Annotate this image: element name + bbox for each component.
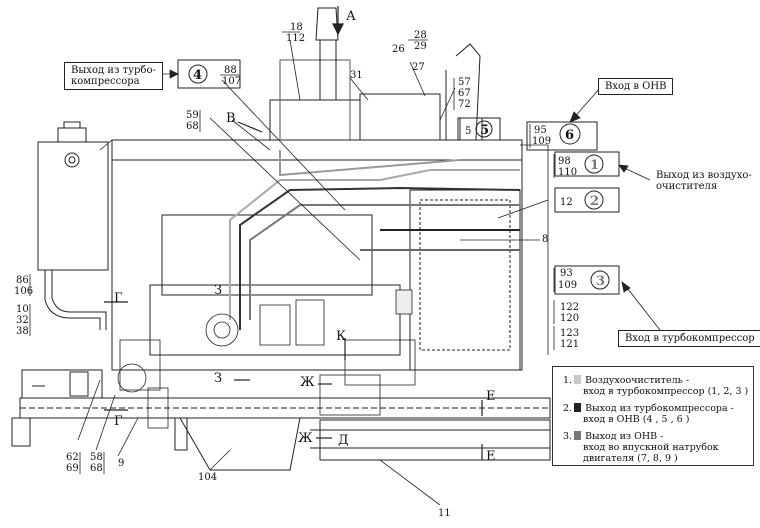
ref-93: 93: [560, 268, 573, 279]
view-letter-d: Д: [338, 433, 349, 448]
circle-3: 3: [596, 274, 605, 289]
legend-item-1-text: Воздухоочиститель -: [585, 375, 690, 386]
view-letter-g-bottom: Г: [114, 414, 123, 429]
ref-18: 18: [290, 22, 303, 33]
view-letter-b: В: [226, 111, 236, 126]
ref-62: 62: [66, 452, 79, 463]
ref-38: 38: [16, 326, 29, 337]
ref-5: 5: [465, 126, 471, 137]
ref-120: 120: [560, 313, 579, 324]
ref-67: 67: [458, 88, 471, 99]
legend-item-2-num: 2.: [563, 403, 573, 414]
legend-item-2: 2. Выход из турбокомпрессора - вход в ОНВ…: [563, 403, 734, 425]
ref-72: 72: [458, 99, 471, 110]
view-letter-z-bottom: З: [214, 371, 222, 386]
view-letter-a: А: [346, 9, 356, 24]
legend-item-1-text2: вход в турбокомпрессор: [583, 386, 705, 397]
circle-1: 1: [590, 158, 599, 173]
callout-turbo-outlet-line2: компрессора: [71, 76, 140, 87]
ref-10: 10: [16, 304, 29, 315]
exhaust-pipe: [315, 7, 483, 141]
view-letter-g-top: Г: [114, 291, 123, 306]
ref-95: 95: [534, 125, 547, 136]
engine-details: [99, 139, 549, 429]
ref-32: 32: [16, 315, 29, 326]
engine-block: [111, 59, 523, 371]
ref-121: 121: [560, 339, 579, 350]
view-letter-e-top: Е: [486, 389, 496, 404]
ref-31: 31: [350, 70, 363, 81]
legend-swatch-light: [574, 375, 582, 384]
ref-9: 9: [118, 458, 124, 469]
legend-item-3: 3. Выход из ОНВ - вход во впускной натруб…: [563, 431, 719, 464]
view-letter-zh-bottom: Ж: [298, 431, 313, 446]
ref-110: 110: [558, 167, 577, 178]
ref-98: 98: [558, 156, 571, 167]
callout-air-cleaner-outlet: Выход из воздухо- очистителя: [650, 168, 758, 194]
callout-turbo-outlet: Выход из турбо- компрессора: [64, 62, 163, 90]
ref-112: 112: [286, 33, 305, 44]
ref-123: 123: [560, 328, 579, 339]
callout-air-cleaner-line2: очистителя: [656, 181, 718, 192]
legend-item-3-text2: вход во впускной натрубок: [583, 442, 719, 453]
ref-86: 86: [16, 275, 29, 286]
ref-122: 122: [560, 302, 579, 313]
callout-turbo-inlet-text: Вход в турбокомпрессор: [625, 333, 755, 344]
legend-item-2-refs: (4 , 5 , 6 ): [642, 414, 690, 425]
ref-69: 69: [66, 463, 79, 474]
legend-item-3-refs: (7, 8, 9 ): [637, 453, 678, 464]
ref-12: 12: [560, 197, 573, 208]
callout-onv-inlet: Вход в ОНВ: [598, 78, 674, 95]
ref-8: 8: [542, 234, 548, 245]
legend-item-1-num: 1.: [563, 375, 573, 386]
ref-11: 11: [438, 508, 451, 519]
circle-callouts: [177, 59, 620, 295]
legend-item-3-num: 3.: [563, 431, 573, 442]
circle-6: 6: [565, 128, 574, 143]
legend-item-1: 1. Воздухоочиститель - вход в турбокомпре…: [563, 375, 748, 397]
ref-dividers: [29, 31, 555, 474]
ref-59: 59: [186, 110, 199, 121]
ref-106: 106: [14, 286, 33, 297]
leader-lines: [77, 39, 661, 506]
ref-29: 29: [414, 41, 427, 52]
ref-88: 88: [224, 65, 237, 76]
legend: 1. Воздухоочиститель - вход в турбокомпре…: [552, 366, 754, 466]
ref-58: 58: [90, 452, 103, 463]
section-arrows: [104, 6, 483, 460]
view-letter-zh-top: Ж: [300, 375, 315, 390]
ref-104: 104: [198, 472, 217, 483]
ref-68-bottom: 68: [90, 463, 103, 474]
view-letter-z-top: З: [214, 283, 222, 298]
ref-109-mid: 109: [558, 280, 577, 291]
callout-turbo-outlet-line1: Выход из турбо-: [71, 65, 156, 76]
legend-item-2-text: Выход из турбокомпрессора -: [585, 403, 734, 414]
legend-swatch-grey: [574, 431, 582, 440]
reference-numbers: 18 112 28 29 26 27 31 88 107 57 67 72 59…: [14, 22, 579, 519]
expansion-tank: [37, 121, 109, 330]
circle-4: 4: [193, 68, 202, 83]
ref-68-top: 68: [186, 121, 199, 132]
ref-26: 26: [392, 44, 405, 55]
callout-onv-inlet-text: Вход в ОНВ: [605, 81, 667, 92]
legend-swatch-dark: [574, 403, 582, 412]
chassis-frame: [11, 369, 551, 471]
legend-item-3-text3: двигателя: [583, 453, 635, 464]
callout-turbo-inlet: Вход в турбокомпрессор: [618, 330, 760, 347]
legend-item-2-text2: вход в ОНВ: [583, 414, 640, 425]
ref-107: 107: [222, 76, 241, 87]
ref-27: 27: [412, 62, 425, 73]
callout-air-cleaner-line1: Выход из воздухо-: [656, 170, 752, 181]
circle-5: 5: [480, 123, 489, 138]
view-letter-e-bottom: Е: [486, 449, 496, 464]
ref-109-top: 109: [532, 136, 551, 147]
circle-2: 2: [590, 194, 599, 209]
legend-item-3-text: Выход из ОНВ -: [585, 431, 664, 442]
ref-28: 28: [414, 30, 427, 41]
legend-item-1-refs: (1, 2, 3 ): [707, 386, 749, 397]
view-letter-k: К: [336, 329, 346, 344]
ref-57: 57: [458, 77, 471, 88]
air-ducts: [229, 150, 521, 330]
